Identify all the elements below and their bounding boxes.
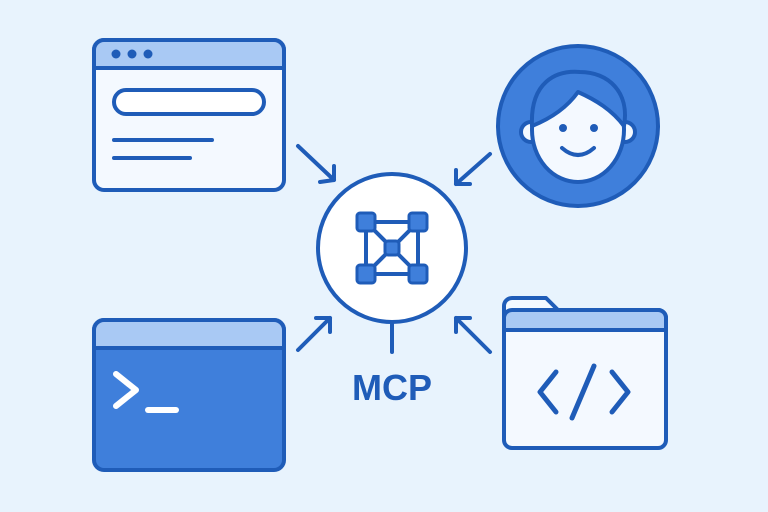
hub-label: MCP (352, 367, 432, 408)
browser-url-bar (112, 88, 266, 116)
code-brackets-glyph (537, 363, 631, 421)
arrow-from-user (454, 152, 492, 186)
arrow-from-terminal (296, 316, 332, 352)
browser-window-icon (92, 38, 286, 192)
network-nodes-icon (355, 211, 429, 285)
mcp-hub: MCP (316, 172, 468, 408)
arrow-from-code-folder (454, 316, 492, 354)
arrow-from-browser (296, 144, 336, 184)
terminal-icon (92, 318, 286, 472)
user-avatar-icon (496, 44, 660, 208)
code-folder-icon (502, 296, 668, 450)
terminal-prompt-glyph (113, 371, 179, 413)
